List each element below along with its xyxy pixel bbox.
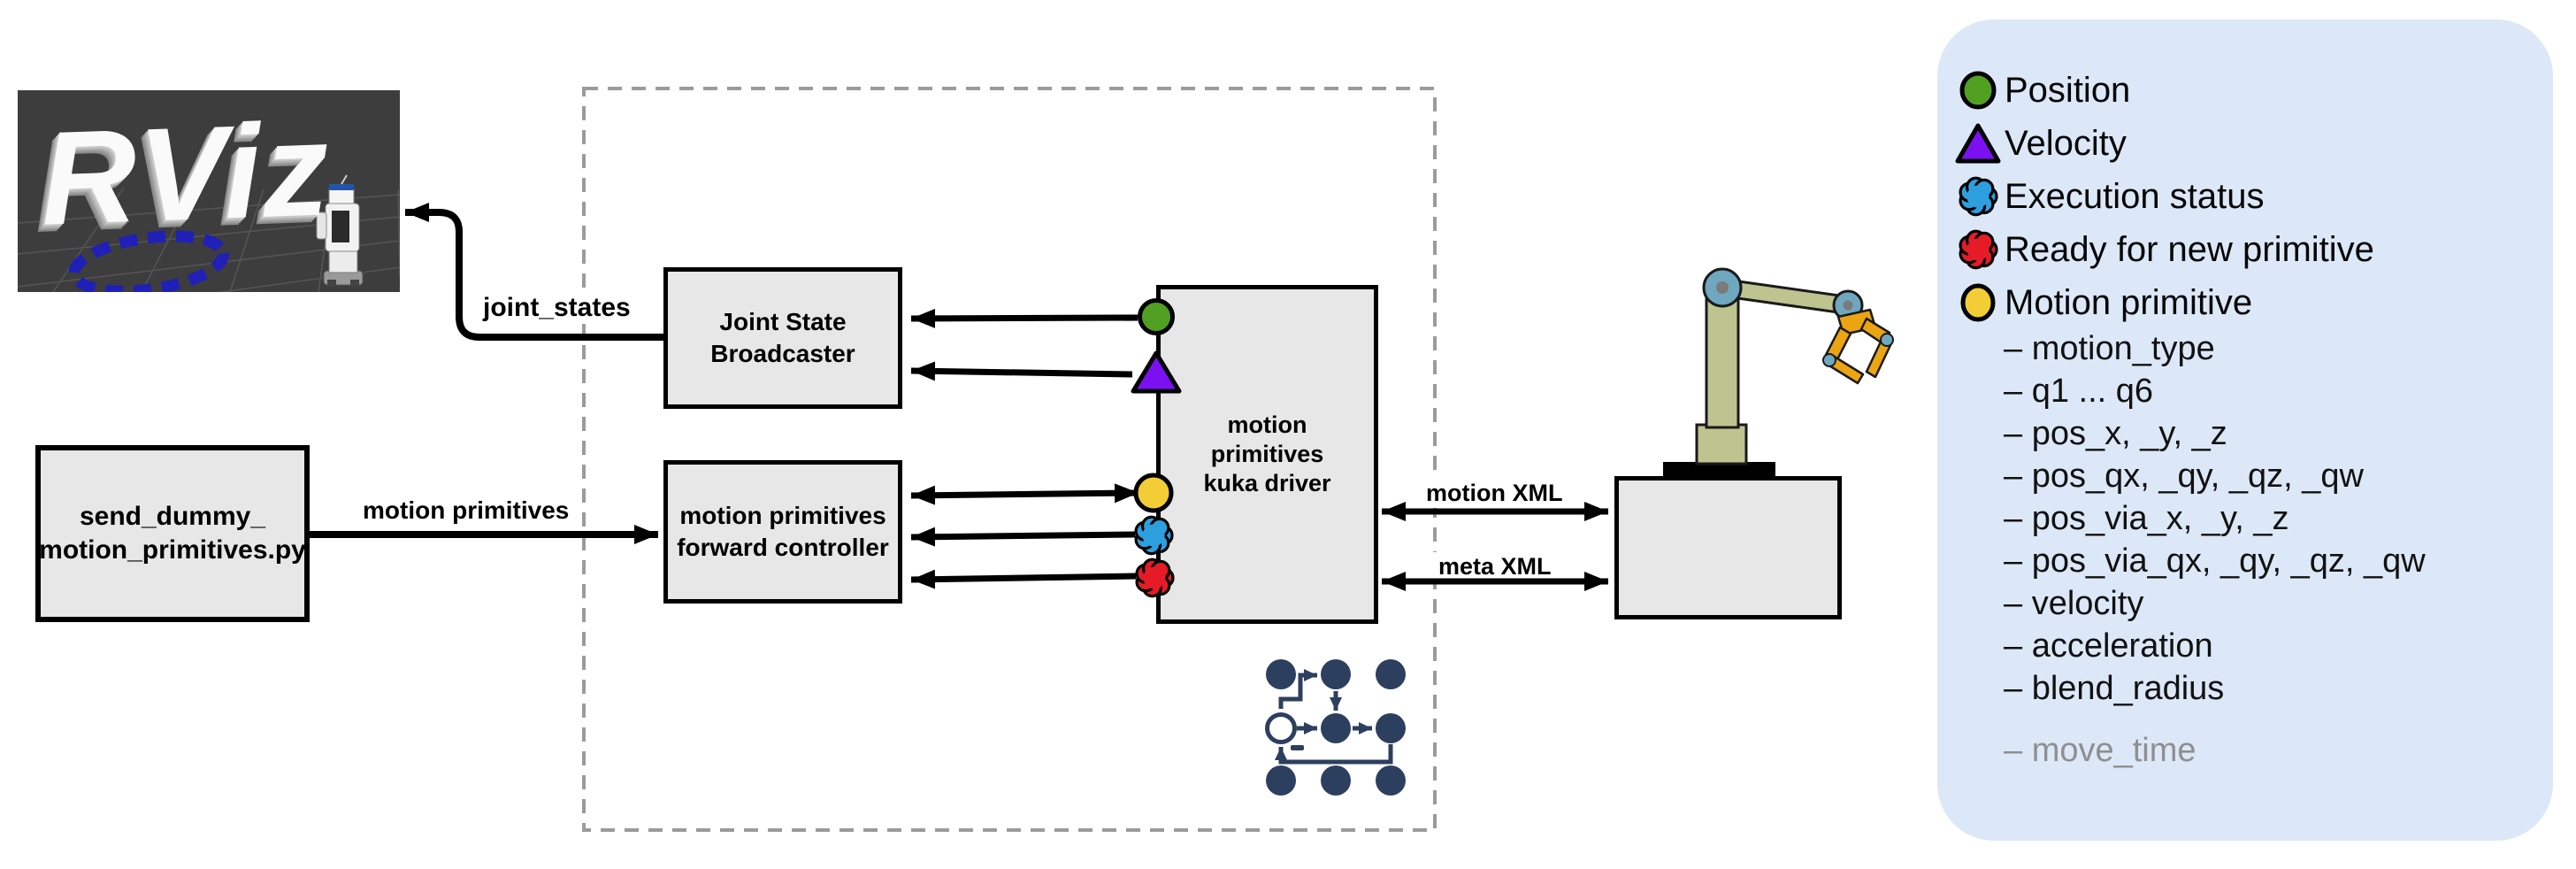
node-joint-state-broadcaster: Joint State Broadcaster xyxy=(663,267,902,409)
legend-item-label: Execution status xyxy=(2005,176,2265,216)
fc-line1: motion primitives xyxy=(679,502,886,529)
motion-primitive-circle-icon xyxy=(1950,280,2006,326)
legend-item-ready: Ready for new primitive xyxy=(1937,225,2374,274)
motion-primitive-topic-arrow xyxy=(910,483,1139,505)
node-send-dummy-script: send_dummy_ motion_primitives.py xyxy=(35,445,310,622)
kuka-line3: kuka driver xyxy=(1203,470,1331,496)
legend-item-motion-primitive: Motion primitive xyxy=(1937,278,2252,327)
legend-sub-pos-via-xyz: – pos_via_x, _y, _z xyxy=(2004,499,2289,537)
jsb-line2: Broadcaster xyxy=(710,340,855,367)
position-topic-arrow xyxy=(910,308,1138,328)
node-forward-controller: motion primitives forward controller xyxy=(663,460,902,604)
kuka-line1: motion xyxy=(1227,411,1307,438)
legend-sub-move-time-disabled: – move_time xyxy=(2004,731,2196,769)
robot-arm-icon xyxy=(1663,267,1894,478)
legend-item-position: Position xyxy=(1937,65,2130,115)
node-kuka-driver: motion primitives kuka driver xyxy=(1156,285,1378,624)
rviz-robot-icon xyxy=(316,174,364,287)
legend-sub-pos-via-q: – pos_via_qx, _qy, _qz, _qw xyxy=(2004,542,2426,580)
gripper-icon xyxy=(1822,308,1893,385)
velocity-triangle-icon xyxy=(1950,120,2006,166)
legend-item-execution-status: Execution status xyxy=(1937,172,2265,221)
position-circle-icon xyxy=(1950,67,2006,113)
legend-sub-velocity: – velocity xyxy=(2004,584,2144,622)
joint-states-topic-label: joint_states xyxy=(478,292,636,324)
velocity-topic-arrow xyxy=(910,361,1133,381)
legend-sub-motion-type: – motion_type xyxy=(2004,329,2215,367)
node-robot-cell-box xyxy=(1614,476,1842,619)
send-dummy-line1: send_dummy_ xyxy=(79,502,266,531)
rviz-logo-text: RViz xyxy=(38,94,334,253)
graph-current-state-node xyxy=(1265,712,1297,744)
legend-item-label: Motion primitive xyxy=(2005,282,2253,322)
send-dummy-line2: motion_primitives.py xyxy=(39,535,306,565)
legend-item-label: Position xyxy=(2005,70,2131,110)
legend-item-velocity: Velocity xyxy=(1937,119,2127,168)
jsb-line1: Joint State xyxy=(719,308,847,335)
motion-xml-label: motion XML xyxy=(1421,479,1568,508)
execution-status-topic-arrow xyxy=(910,527,1136,547)
legend-sub-blend-radius: – blend_radius xyxy=(2004,669,2225,707)
legend-item-label: Velocity xyxy=(2005,123,2127,163)
execution-graph-icon xyxy=(1265,659,1406,796)
ready-gear-icon xyxy=(1950,227,2006,273)
rviz-preview-image: RViz xyxy=(18,90,400,292)
rviz-grid xyxy=(18,174,400,292)
rviz-blue-ring xyxy=(68,230,229,292)
motion-primitives-topic-label: motion primitives xyxy=(357,496,575,526)
legend-sub-acceleration: – acceleration xyxy=(2004,627,2213,665)
legend-sub-pos-xyz: – pos_x, _y, _z xyxy=(2004,414,2227,452)
legend-sub-q1-q6: – q1 ... q6 xyxy=(2004,372,2154,410)
execution-status-gear-icon xyxy=(1950,173,2006,219)
fc-line2: forward controller xyxy=(677,534,889,561)
kuka-line2: primitives xyxy=(1210,441,1324,467)
ready-topic-arrow xyxy=(910,569,1137,589)
legend-sub-pos-q: – pos_qx, _qy, _qz, _qw xyxy=(2004,457,2364,495)
meta-xml-label: meta XML xyxy=(1433,552,1557,581)
legend-item-label: Ready for new primitive xyxy=(2005,229,2374,269)
legend-panel: Position Velocity Execution status Ready… xyxy=(1937,19,2553,841)
graph-minus-mark xyxy=(1291,745,1304,750)
